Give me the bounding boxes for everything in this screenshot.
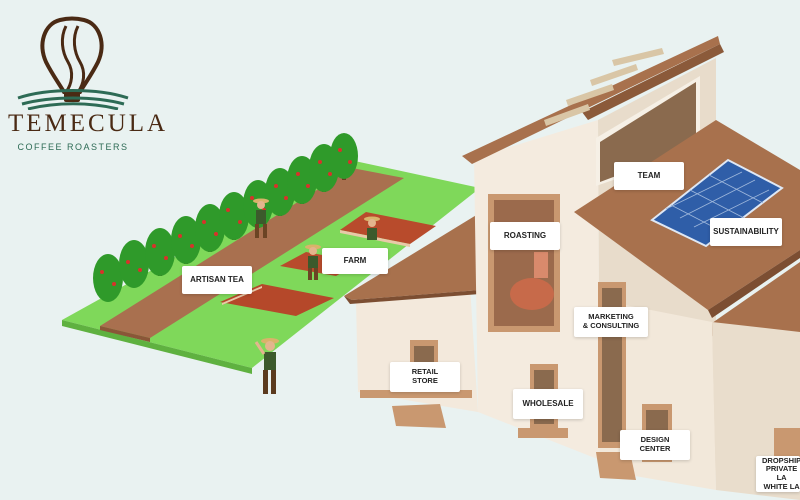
label-design-center[interactable]: DESIGN CENTER: [620, 430, 690, 460]
label-marketing-consulting[interactable]: MARKETING & CONSULTING: [574, 307, 648, 337]
label-roasting[interactable]: ROASTING: [490, 222, 560, 250]
company-house: [344, 36, 800, 500]
brand-tagline: COFFEE ROASTERS: [17, 142, 129, 152]
farmer-figures: [253, 198, 380, 394]
label-dropship-private-label[interactable]: DROPSHIP PRIVATE LA WHITE LA: [756, 456, 800, 492]
label-retail-store[interactable]: RETAIL STORE: [390, 362, 460, 392]
label-sustainability[interactable]: SUSTAINABILITY: [710, 218, 782, 246]
coffee-bean-logo-icon: [17, 16, 129, 111]
brand-logo[interactable]: TEMECULA COFFEE ROASTERS: [8, 14, 169, 174]
label-farm[interactable]: FARM: [322, 248, 388, 274]
label-team[interactable]: TEAM: [614, 162, 684, 190]
label-wholesale[interactable]: WHOLESALE: [513, 389, 583, 419]
brand-name: TEMECULA: [8, 110, 169, 137]
label-artisan-tea[interactable]: ARTISAN TEA: [182, 266, 252, 294]
